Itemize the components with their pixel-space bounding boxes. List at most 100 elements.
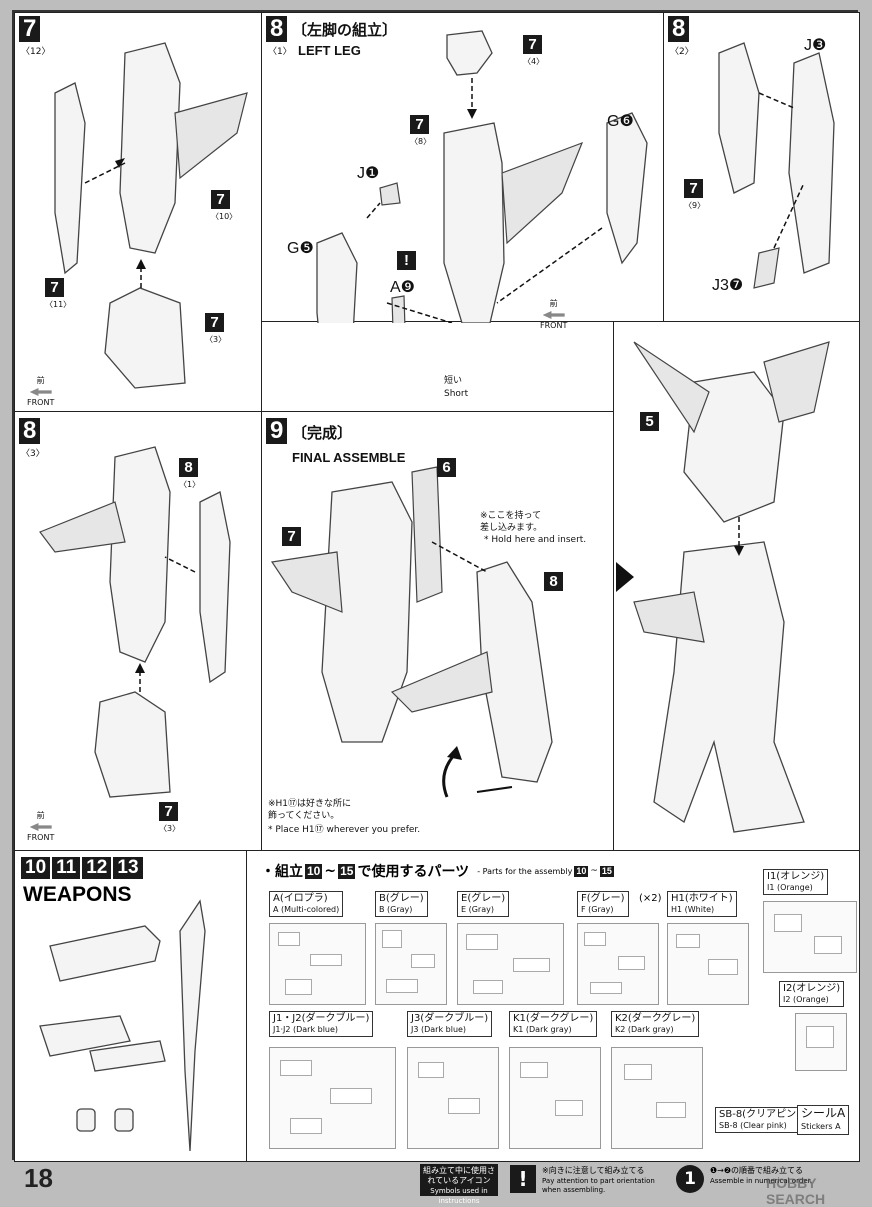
runner-j1-j2	[269, 1047, 396, 1149]
step-number: 8	[668, 16, 690, 42]
part-en: A (Multi-colored)	[273, 905, 340, 914]
part-tag: 7	[282, 527, 301, 546]
weapons-panel: 10 11 12 13 WEAPONS	[14, 850, 247, 1162]
final-model-panel: 5	[613, 321, 860, 851]
part-en: F (Gray)	[581, 905, 614, 914]
icons-legend-jp: 組み立て中に使用されているアイコン	[423, 1166, 495, 1185]
part-tag: 5	[640, 412, 659, 431]
runner-f	[577, 923, 659, 1005]
part-en: I2 (Orange)	[783, 995, 829, 1004]
parts-header-tilde-2: ~	[590, 866, 598, 876]
warning-text-jp: ※向きに注意して組み立てる	[542, 1166, 645, 1175]
front-jp: 前	[36, 376, 45, 385]
front-indicator: 前 FRONT	[27, 375, 54, 407]
order-legend: 1 ❶→❷の順番で組み立てる Assemble in numerical ord…	[676, 1163, 866, 1207]
part-tag-sub: 〈3〉	[159, 824, 181, 833]
runner-j3	[407, 1047, 499, 1149]
weapons-title: WEAPONS	[23, 883, 132, 906]
instruction-page: 7 〈12〉 7 〈10〉 7 〈11〉 7 〈3〉 前 FRONT 8 〈1〉…	[12, 10, 860, 1162]
part-jp: I2(オレンジ)	[783, 983, 841, 994]
part-tag: 7	[205, 313, 224, 332]
front-jp: 前	[549, 299, 558, 308]
step-9-panel: 9 〔完成〕 FINAL ASSEMBLE 6 7 8 ※ここを持って 差し込み…	[261, 411, 614, 851]
part-en: K1 (Dark gray)	[513, 1025, 572, 1034]
label-j3: J❸	[804, 37, 827, 54]
icons-legend-title: 組み立て中に使用されているアイコン Symbols used in instru…	[420, 1164, 498, 1205]
front-arrow-icon	[542, 311, 565, 319]
part-tag: 7	[159, 802, 178, 821]
part-tag: 8	[544, 572, 563, 591]
part-tag: 7	[211, 190, 230, 209]
short-en: Short	[444, 389, 469, 399]
part-tag-sub: 〈11〉	[45, 300, 72, 309]
weapons-step-numbers: 10 11 12 13	[21, 857, 143, 879]
label-j1: J❶	[357, 165, 380, 182]
part-label-j3: J3(ダークブルー)J3 (Dark blue)	[407, 1011, 493, 1037]
label-j3-7: J3❼	[712, 277, 744, 294]
part-en: SB-8 (Clear pink)	[719, 1121, 787, 1130]
parts-header-step-to: 15	[338, 863, 356, 879]
part-en: I1 (Orange)	[767, 883, 813, 892]
step-title-jp: 〔完成〕	[292, 424, 353, 442]
part-label-j1-j2: J1・J2(ダークブルー)J1·J2 (Dark blue)	[269, 1011, 374, 1037]
part-tag: 8	[179, 458, 198, 477]
front-en: FRONT	[27, 398, 55, 407]
step-7-12-panel: 7 〈12〉 7 〈10〉 7 〈11〉 7 〈3〉 前 FRONT	[14, 12, 262, 412]
step-number: 10	[21, 857, 51, 879]
runner-a	[269, 923, 366, 1005]
part-label-k1: K1(ダークグレー)K1 (Dark gray)	[509, 1011, 598, 1037]
part-label-e: E(グレー)E (Gray)	[457, 891, 510, 917]
place-note-jp: ※H1⑰は好きな所に 飾ってください。	[268, 799, 352, 821]
step-7-illustration	[54, 42, 248, 389]
front-en: FRONT	[27, 833, 55, 842]
parts-header-en: - Parts for the assembly	[477, 866, 573, 876]
part-en: H1 (White)	[671, 905, 715, 914]
runner-i2	[795, 1013, 847, 1071]
front-indicator: 前 FRONT	[540, 298, 567, 330]
step-number: 12	[82, 857, 112, 879]
step-sub: 〈1〉	[268, 47, 292, 57]
part-jp: A(イロプラ)	[273, 893, 328, 904]
part-jp: SB-8(クリアピンク)	[719, 1109, 810, 1120]
left-leg-illustration	[316, 30, 648, 323]
page-number: 18	[24, 1163, 53, 1193]
step-number: 9	[266, 418, 288, 444]
runner-k2	[611, 1047, 703, 1149]
step-sub: 〈12〉	[21, 47, 51, 57]
step-8-1-panel: 8 〈1〉 〔左脚の組立〕 LEFT LEG 7 〈4〉 7 〈8〉 J❶ G❻…	[261, 12, 664, 399]
part-jp: K2(ダークグレー)	[615, 1013, 696, 1024]
runner-i1	[763, 901, 857, 973]
part-jp: J3(ダークブルー)	[411, 1013, 489, 1024]
icons-legend-en: Symbols used in instructions	[430, 1187, 488, 1205]
place-note-en: * Place H1⑰ wherever you prefer.	[268, 825, 421, 835]
part-en: B (Gray)	[379, 905, 413, 914]
step-8-3-illustration	[39, 446, 231, 798]
parts-header-step-from: 10	[305, 863, 323, 879]
step-8-2-panel: 8 〈2〉 J❸ J3❼ 7 〈9〉	[663, 12, 860, 322]
part-en: E (Gray)	[461, 905, 494, 914]
part-jp: B(グレー)	[379, 893, 424, 904]
runner-k1	[509, 1047, 601, 1149]
step-title-en: FINAL ASSEMBLE	[292, 450, 406, 465]
part-jp: シールA	[801, 1106, 846, 1120]
part-jp: F(グレー)	[581, 893, 625, 904]
label-g6: G❻	[607, 113, 634, 130]
front-arrow-icon	[29, 388, 52, 396]
front-arrow-icon	[29, 823, 52, 831]
label-g5: G❺	[287, 240, 314, 257]
part-label-b: B(グレー)B (Gray)	[375, 891, 428, 917]
hold-note-jp: ※ここを持って 差し込みます。	[480, 511, 543, 533]
runner-b	[375, 923, 447, 1005]
short-jp: 短い	[444, 376, 463, 386]
step-8-2-illustration	[718, 42, 835, 289]
label-a9: A❾	[390, 279, 416, 296]
hold-note-en: * Hold here and insert.	[484, 535, 587, 545]
parts-list-panel: ・組立 10 ~ 15 で使用するパーツ - Parts for the ass…	[246, 850, 860, 1162]
part-tag: 7	[684, 179, 703, 198]
warning-legend: ! ※向きに注意して組み立てる Pay attention to part or…	[510, 1163, 670, 1197]
part-tag: 7	[523, 35, 542, 54]
runner-e	[457, 923, 564, 1005]
step-number: 8	[266, 16, 288, 42]
parts-header-step-to-2: 15	[599, 865, 614, 877]
